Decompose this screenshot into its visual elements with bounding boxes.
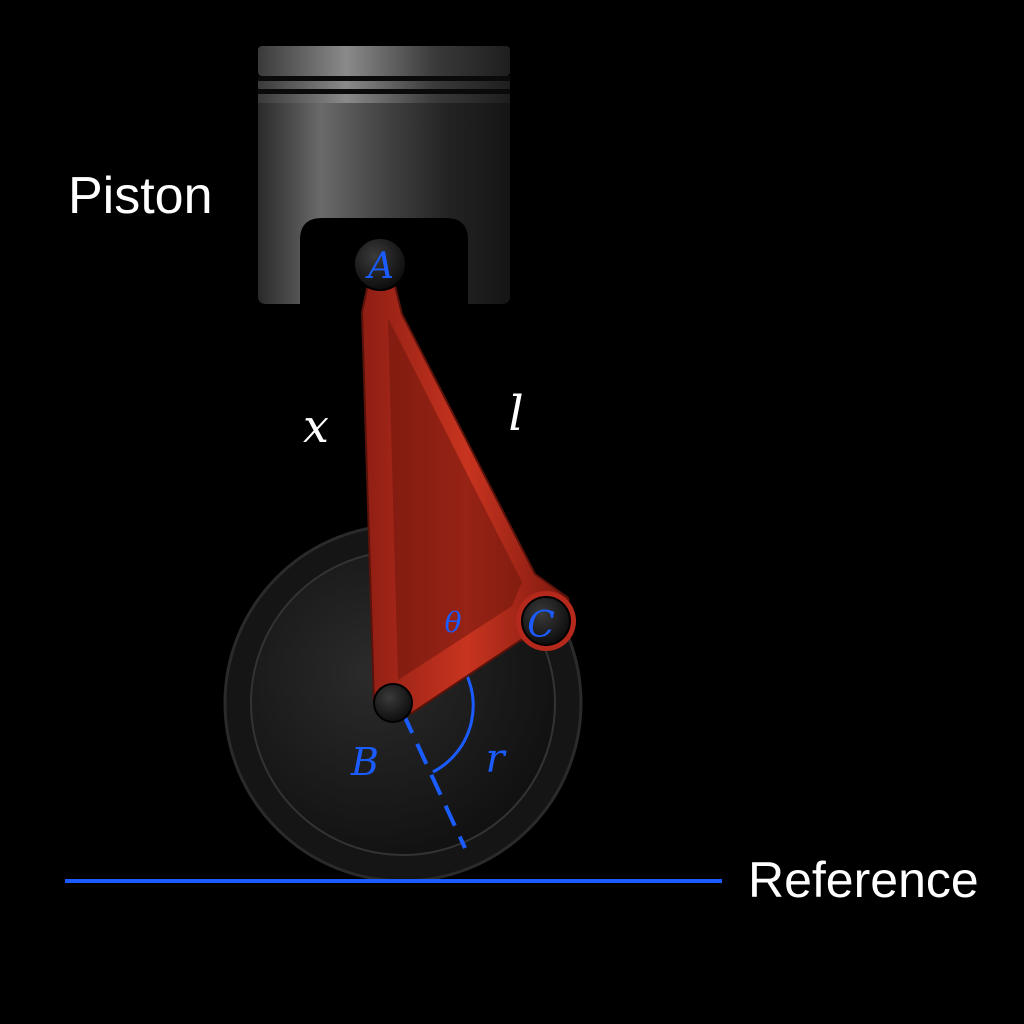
- piston-ring-groove: [258, 89, 510, 94]
- piston-ring: [258, 94, 510, 103]
- point-a-label: A: [365, 246, 394, 287]
- main-pin-b: [373, 683, 413, 723]
- crank-pin-c: [521, 596, 571, 646]
- theta-label: θ: [445, 606, 462, 639]
- r-label: r: [485, 736, 507, 782]
- piston: [258, 46, 510, 304]
- point-c-label: C: [527, 605, 555, 646]
- x-label: x: [303, 399, 329, 453]
- point-b-label: B: [350, 740, 379, 784]
- piston-ring-groove: [258, 76, 510, 81]
- piston-label: Piston: [68, 167, 213, 225]
- piston-ring: [258, 81, 510, 89]
- reference-label: Reference: [748, 852, 979, 908]
- radius-line: [401, 712, 467, 849]
- wrist-pin-a: [353, 237, 407, 291]
- piston-crown: [258, 46, 510, 76]
- piston-skirt: [258, 103, 510, 304]
- l-label: l: [508, 386, 523, 442]
- rod-web: [388, 318, 522, 680]
